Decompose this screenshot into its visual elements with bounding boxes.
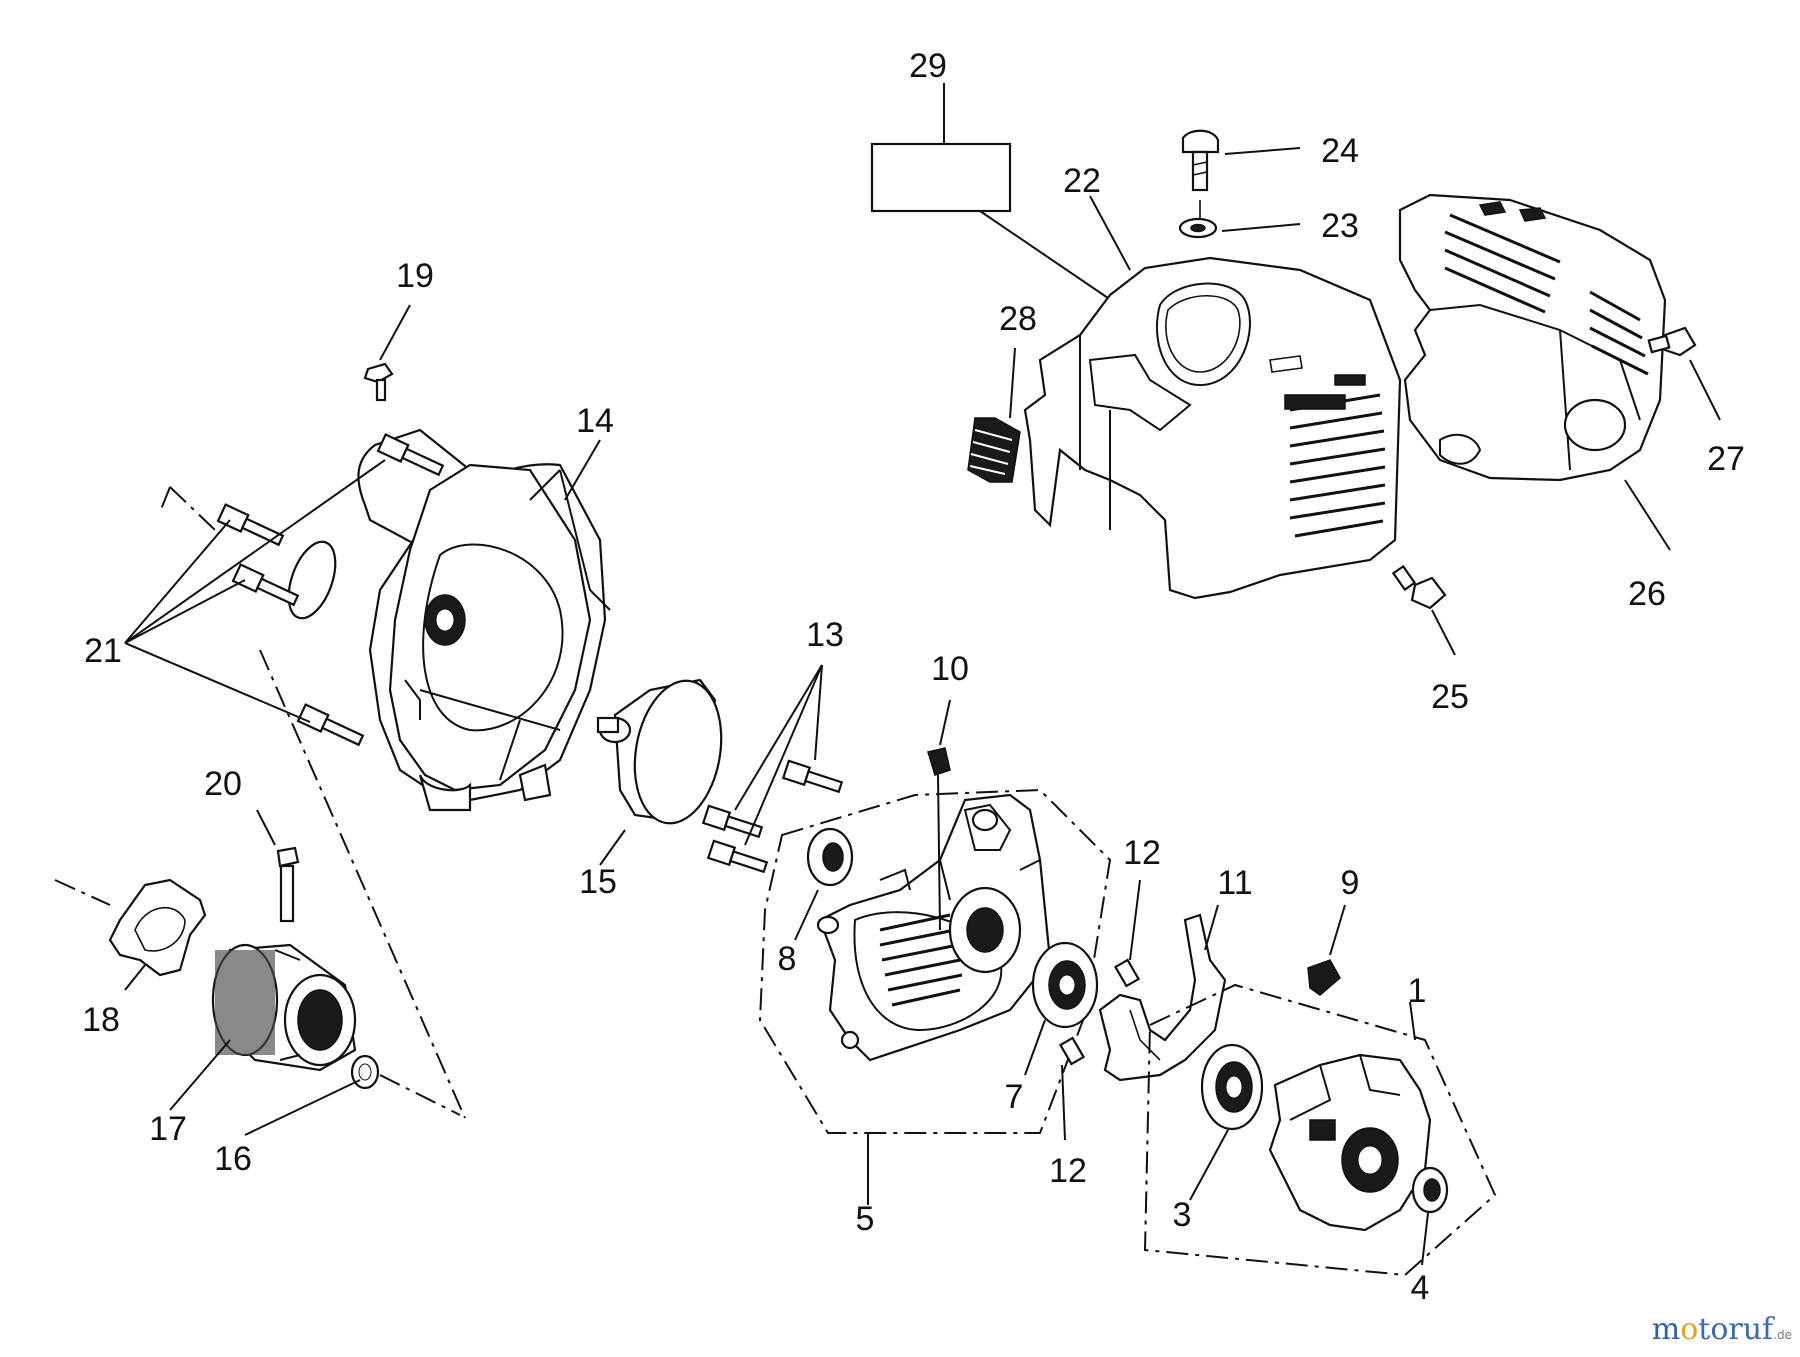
watermark-letter-m: m [1651,1312,1681,1347]
watermark-word: toruf [1698,1312,1774,1347]
part-26-muffler-cover [1398,193,1671,551]
part-7-bearing [1024,941,1099,1076]
callout-18: 18 [82,1001,120,1039]
part-11-gasket [1098,904,1227,1082]
callout-20: 20 [204,765,242,803]
callout-4: 4 [1411,1269,1430,1307]
callout-19: 19 [396,257,434,295]
callout-27: 27 [1707,440,1745,478]
part-10-clip [927,699,951,931]
watermark-suffix: .de [1773,1328,1792,1342]
callout-10: 10 [931,650,969,688]
callout-21: 21 [84,632,122,670]
part-24-screw [1181,129,1301,192]
part-1-cylinder [1268,1053,1432,1232]
callout-14: 14 [576,402,614,440]
part-3-bearing [1189,1043,1264,1201]
part-5-crankcase-bracket [758,788,1112,1205]
callout-29: 29 [909,47,947,85]
part-23-washer [1178,200,1301,239]
part-12-pin-upper [1113,879,1141,988]
watermark-logo: motoruf.de [1652,1312,1792,1347]
part-5-crankcase [816,793,1052,1062]
part-17-air-filter [169,943,357,1111]
callout-12-upper: 12 [1123,834,1161,872]
callout-7: 7 [1005,1078,1024,1116]
callout-16: 16 [214,1140,252,1178]
part-18-clamp [54,878,207,991]
part-21-screws [124,433,466,1119]
part-27-screw [1647,326,1721,421]
part-8-bearing [794,827,854,941]
part-29-label-plate [870,83,1109,299]
callout-17: 17 [149,1110,187,1148]
callout-15: 15 [579,863,617,901]
part-14-fan-housing [287,428,611,812]
part-12-pin-lower [1058,1036,1086,1141]
part-19-screw [363,304,411,402]
part-28-decal [967,347,1021,483]
callout-13: 13 [806,616,844,654]
part-22-engine-cover [1023,256,1402,600]
callout-3: 3 [1173,1196,1192,1234]
callout-12-lower: 12 [1049,1152,1087,1190]
part-16-washer [244,1054,461,1136]
callout-26: 26 [1628,575,1666,613]
part-25-screw [1391,564,1456,656]
part-15-clutch-drum [596,678,723,866]
part-9-bracket [1307,904,1346,996]
watermark-letter-o: o [1680,1312,1699,1347]
callout-24: 24 [1321,132,1359,170]
callout-25: 25 [1431,678,1469,716]
part-4-seal [1411,1166,1449,1266]
callout-11: 11 [1217,864,1252,902]
part-20-screw [256,809,300,923]
callout-8: 8 [778,940,797,978]
part-13-screws [701,664,844,874]
callout-23: 23 [1321,207,1359,245]
callout-1: 1 [1408,972,1427,1010]
callout-5: 5 [856,1200,875,1238]
callout-9: 9 [1341,864,1360,902]
part-1-bracket [1143,983,1497,1277]
callout-28: 28 [999,300,1037,338]
callout-22: 22 [1063,162,1101,200]
